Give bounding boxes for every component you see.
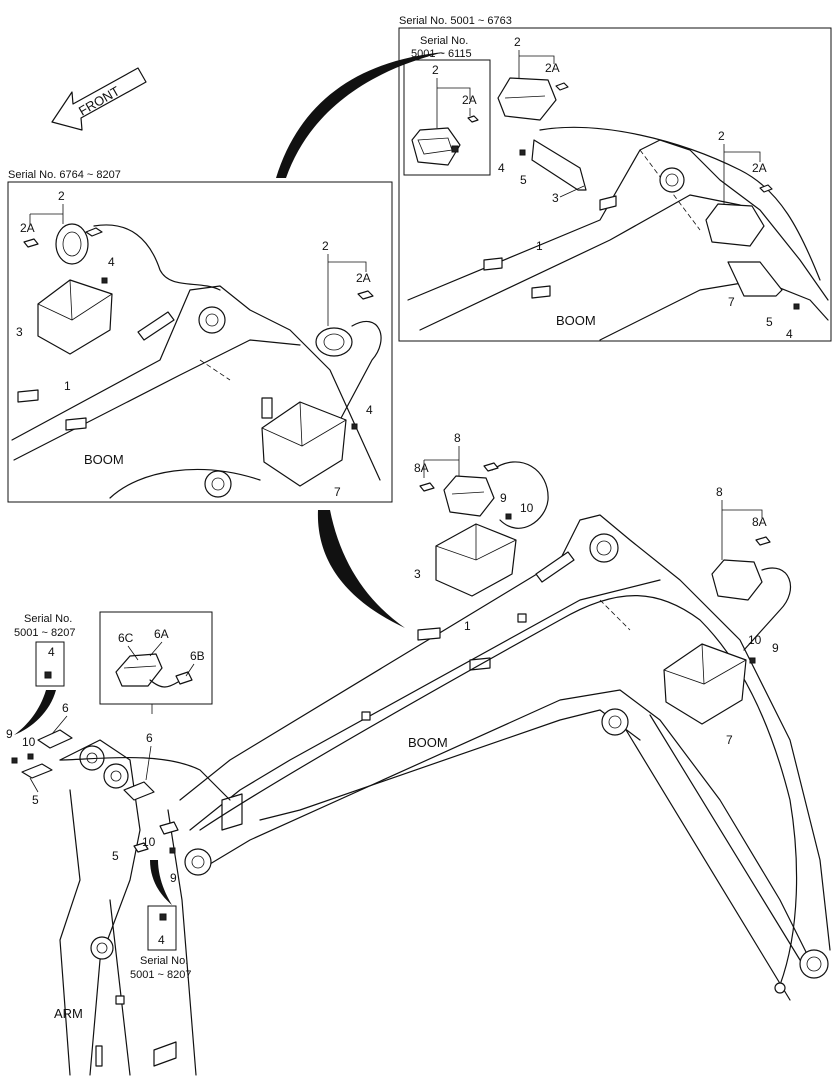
callout-8-main: 8 bbox=[454, 431, 461, 445]
panel-left-boom: BOOM bbox=[84, 452, 124, 467]
panel-serial-5001-6763: Serial No. 5001 ~ 6763 Serial No. 5001 ~… bbox=[398, 15, 832, 342]
callout-4-left-b: 4 bbox=[366, 403, 373, 417]
callout-2a-right: 2A bbox=[752, 161, 767, 175]
callout-3-main: 3 bbox=[414, 567, 421, 581]
callout-5-left: 5 bbox=[32, 793, 39, 807]
callout-8a-main: 8A bbox=[414, 461, 429, 475]
callout-7-right: 7 bbox=[728, 295, 735, 309]
callout-7-main: 7 bbox=[726, 733, 733, 747]
connector-arc-middle bbox=[317, 510, 405, 628]
callout-6c: 6C bbox=[118, 631, 134, 645]
serial-box-bottom: 4 Serial No. 5001 ~ 8207 bbox=[130, 905, 191, 981]
serial-bottom-line2: 5001 ~ 8207 bbox=[130, 969, 191, 981]
callout-2-left-b: 2 bbox=[322, 239, 329, 253]
callout-4-right: 4 bbox=[786, 327, 793, 341]
callout-5-top: 5 bbox=[520, 173, 527, 187]
main-boom-drawing: 1 BOOM 8 8A 9 10 3 8 8A 10 9 7 bbox=[11, 431, 831, 1076]
panel-serial-6764-8207: Serial No. 6764 ~ 8207 2 2A 4 3 1 BOOM bbox=[7, 169, 393, 503]
callout-10-left: 10 bbox=[22, 735, 36, 749]
callout-2-right: 2 bbox=[718, 129, 725, 143]
panel-left-serial: Serial No. 6764 ~ 8207 bbox=[8, 169, 121, 181]
callout-10-main: 10 bbox=[520, 501, 534, 515]
callout-2a-left-b: 2A bbox=[356, 271, 371, 285]
callout-9-left: 9 bbox=[6, 727, 13, 741]
callout-2a-top: 2A bbox=[545, 61, 560, 75]
callout-4-top: 4 bbox=[498, 161, 505, 175]
callout-2a-inset: 2A bbox=[462, 93, 477, 107]
panel-right-serial: Serial No. 5001 ~ 6763 bbox=[399, 15, 512, 27]
serial-left-line2: 5001 ~ 8207 bbox=[14, 627, 75, 639]
callout-9-main: 9 bbox=[500, 491, 507, 505]
main-boom-label: BOOM bbox=[408, 735, 448, 750]
front-arrow-label: FRONT bbox=[76, 83, 122, 118]
callout-10-right: 10 bbox=[748, 633, 762, 647]
callout-6-left: 6 bbox=[62, 701, 69, 715]
callout-3-top: 3 bbox=[552, 191, 559, 205]
callout-6b: 6B bbox=[190, 649, 205, 663]
connector-arc-left bbox=[14, 690, 56, 735]
callout-4-serial-left: 4 bbox=[48, 645, 55, 659]
callout-2-inset: 2 bbox=[432, 63, 439, 77]
callout-2-left: 2 bbox=[58, 189, 65, 203]
inset-serial-line2: 5001 ~ 6115 bbox=[411, 48, 472, 60]
callout-1-top: 1 bbox=[536, 239, 543, 253]
connector-arc-top bbox=[276, 52, 445, 178]
callout-6-main: 6 bbox=[146, 731, 153, 745]
arm-label: ARM bbox=[54, 1006, 83, 1021]
callout-7-left: 7 bbox=[334, 485, 341, 499]
callout-8-right: 8 bbox=[716, 485, 723, 499]
bottom-left-callouts: 6 9 10 5 5 10 9 bbox=[6, 701, 177, 885]
callout-1-left: 1 bbox=[64, 379, 71, 393]
callout-5-main-bottom: 5 bbox=[112, 849, 119, 863]
serial-bottom-line1: Serial No. bbox=[140, 955, 188, 967]
callout-4-serial-bottom: 4 bbox=[158, 933, 165, 947]
serial-left-line1: Serial No. bbox=[24, 613, 72, 625]
work-light-detail-box: 6C 6A 6B 6 bbox=[99, 611, 213, 781]
front-arrow: FRONT bbox=[51, 67, 147, 131]
callout-6a: 6A bbox=[154, 627, 169, 641]
callout-9-right: 9 bbox=[772, 641, 779, 655]
connector-arc-bottom bbox=[150, 860, 172, 905]
callout-1-main: 1 bbox=[464, 619, 471, 633]
callout-5-right: 5 bbox=[766, 315, 773, 329]
callout-2a-left: 2A bbox=[20, 221, 35, 235]
callout-3-left: 3 bbox=[16, 325, 23, 339]
callout-8a-right: 8A bbox=[752, 515, 767, 529]
callout-9-main-bottom: 9 bbox=[170, 871, 177, 885]
callout-2-top: 2 bbox=[514, 35, 521, 49]
inset-serial-line1: Serial No. bbox=[420, 35, 468, 47]
panel-right-boom: BOOM bbox=[556, 313, 596, 328]
serial-box-left: Serial No. 5001 ~ 8207 4 bbox=[14, 613, 75, 687]
callout-4-left: 4 bbox=[108, 255, 115, 269]
callout-10-main-bottom: 10 bbox=[142, 835, 156, 849]
